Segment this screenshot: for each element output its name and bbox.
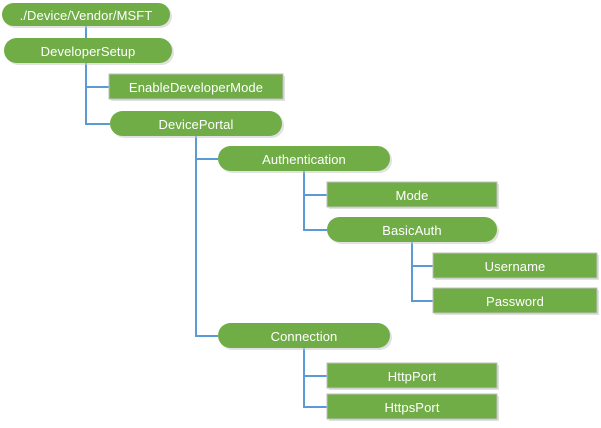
node-shape[interactable] bbox=[432, 252, 598, 279]
node-shape[interactable] bbox=[2, 3, 170, 26]
tree-connector bbox=[85, 63, 109, 88]
tree-node-basicauth[interactable]: BasicAuth bbox=[327, 217, 499, 244]
tree-node-connection[interactable]: Connection bbox=[218, 323, 392, 350]
tree-node-authentication[interactable]: Authentication bbox=[218, 146, 392, 173]
tree-connector bbox=[303, 348, 327, 408]
tree-connector bbox=[411, 242, 433, 267]
node-shape[interactable] bbox=[4, 38, 172, 63]
node-shape[interactable] bbox=[110, 111, 282, 136]
node-shape[interactable] bbox=[218, 323, 390, 348]
tree-connector bbox=[195, 136, 218, 160]
tree-node-enabledevelopermode[interactable]: EnableDeveloperMode bbox=[108, 73, 285, 101]
tree-node-root[interactable]: ./Device/Vendor/MSFT bbox=[2, 3, 172, 28]
tree-node-httpport[interactable]: HttpPort bbox=[326, 362, 499, 390]
tree-node-deviceportal[interactable]: DevicePortal bbox=[110, 111, 284, 138]
tree-connector bbox=[303, 171, 327, 196]
tree-node-developersetup[interactable]: DeveloperSetup bbox=[4, 38, 174, 65]
tree-node-mode[interactable]: Mode bbox=[326, 181, 499, 209]
node-layer: ./Device/Vendor/MSFT DeveloperSetupEnable… bbox=[2, 3, 599, 421]
tree-connector bbox=[303, 348, 327, 377]
tree-connector bbox=[195, 136, 218, 337]
tree-connector bbox=[411, 242, 433, 302]
node-shape[interactable] bbox=[108, 73, 284, 100]
node-shape[interactable] bbox=[326, 181, 498, 208]
tree-connector bbox=[85, 63, 110, 125]
node-shape[interactable] bbox=[432, 287, 598, 314]
node-shape[interactable] bbox=[326, 393, 498, 420]
connector-layer bbox=[85, 26, 433, 408]
tree-node-username[interactable]: Username bbox=[432, 252, 599, 280]
tree-connector bbox=[303, 171, 327, 231]
node-shape[interactable] bbox=[326, 362, 498, 389]
node-shape[interactable] bbox=[327, 217, 497, 242]
tree-node-httpsport[interactable]: HttpsPort bbox=[326, 393, 499, 421]
node-shape[interactable] bbox=[218, 146, 390, 171]
tree-node-password[interactable]: Password bbox=[432, 287, 599, 315]
